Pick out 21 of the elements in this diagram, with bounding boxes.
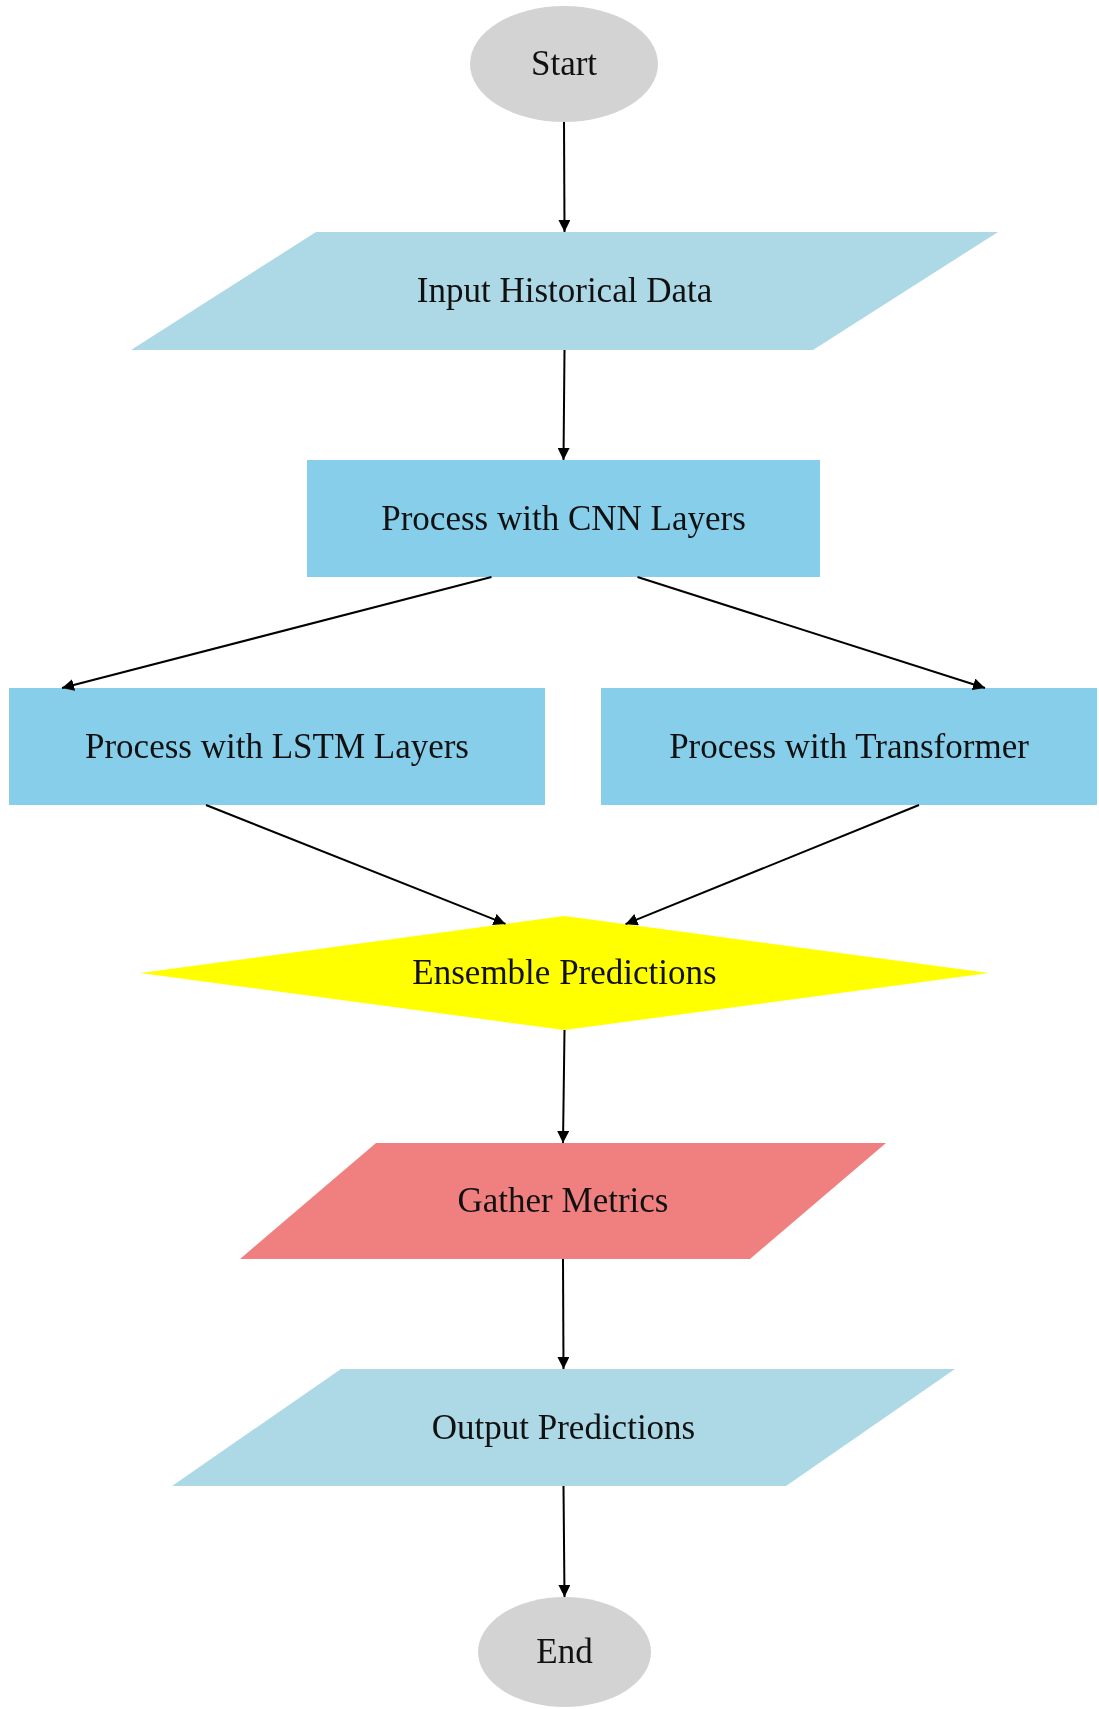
process-box: [307, 460, 820, 577]
node-label: Input Historical Data: [416, 271, 713, 311]
arrow: [558, 1485, 571, 1598]
node-label: End: [536, 1632, 593, 1672]
node-label: Process with LSTM Layers: [85, 726, 469, 767]
node-label: Gather Metrics: [457, 1181, 669, 1221]
node-label: Start: [530, 44, 598, 84]
arrow: [636, 576, 986, 691]
node-label: Ensemble Predictions: [412, 953, 717, 993]
node-label: Process with CNN Layers: [381, 498, 746, 539]
arrow: [624, 804, 920, 926]
arrow: [558, 121, 571, 233]
arrow: [61, 576, 493, 691]
arrow: [557, 349, 570, 461]
arrow: [557, 1258, 570, 1370]
node-label: Process with Transformer: [669, 726, 1029, 767]
process-box: [9, 688, 545, 805]
node-label: Output Predictions: [431, 1407, 696, 1448]
arrow: [205, 804, 507, 926]
arrow: [557, 1029, 570, 1144]
process-box: [601, 688, 1097, 805]
